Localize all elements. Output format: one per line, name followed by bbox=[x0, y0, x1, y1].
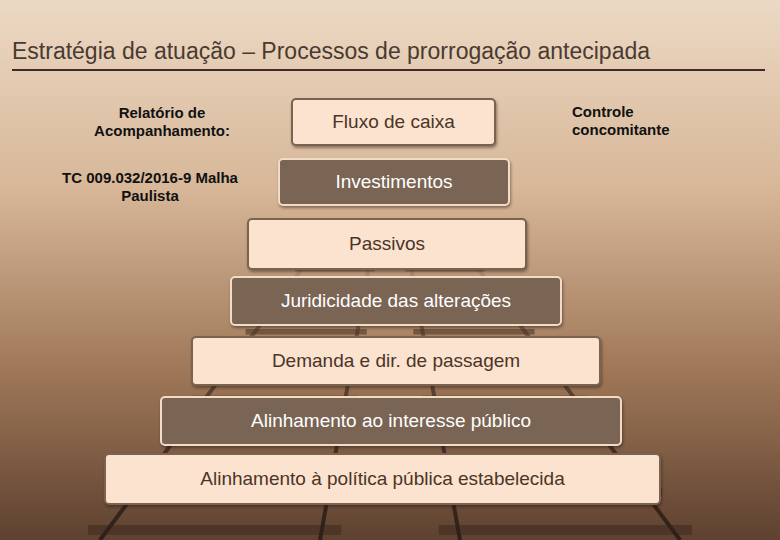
title-rule bbox=[12, 69, 765, 71]
step-label: Alinhamento ao interesse público bbox=[251, 410, 531, 432]
step-label: Fluxo de caixa bbox=[332, 111, 455, 133]
pyramid-step: Juridicidade das alterações bbox=[230, 276, 562, 326]
step-label: Alinhamento à política pública estabelec… bbox=[200, 468, 564, 490]
sleeper bbox=[413, 329, 534, 335]
pyramid-step: Fluxo de caixa bbox=[291, 98, 496, 146]
sleeper bbox=[88, 525, 341, 535]
pyramid-step: Alinhamento ao interesse público bbox=[160, 396, 622, 446]
step-label: Juridicidade das alterações bbox=[281, 290, 511, 312]
step-label: Investimentos bbox=[335, 171, 452, 193]
step-label: Demanda e dir. de passagem bbox=[272, 350, 520, 372]
side-note: Relatório de Acompanhamento: bbox=[62, 104, 262, 140]
railway-rails bbox=[100, 250, 680, 540]
pyramid-step: Passivos bbox=[247, 218, 527, 270]
sleeper bbox=[439, 525, 692, 535]
pyramid-step: Investimentos bbox=[278, 158, 510, 206]
pyramid-step: Alinhamento à política pública estabelec… bbox=[104, 453, 661, 505]
slide-title: Estratégia de atuação – Processos de pro… bbox=[12, 38, 650, 65]
side-note: TC 009.032/2016-9 Malha Paulista bbox=[60, 169, 240, 205]
pyramid-step: Demanda e dir. de passagem bbox=[191, 336, 601, 386]
sleeper bbox=[246, 329, 367, 335]
step-label: Passivos bbox=[349, 233, 425, 255]
side-note: Controle concomitante bbox=[572, 103, 712, 139]
railway-sleepers bbox=[88, 269, 692, 530]
